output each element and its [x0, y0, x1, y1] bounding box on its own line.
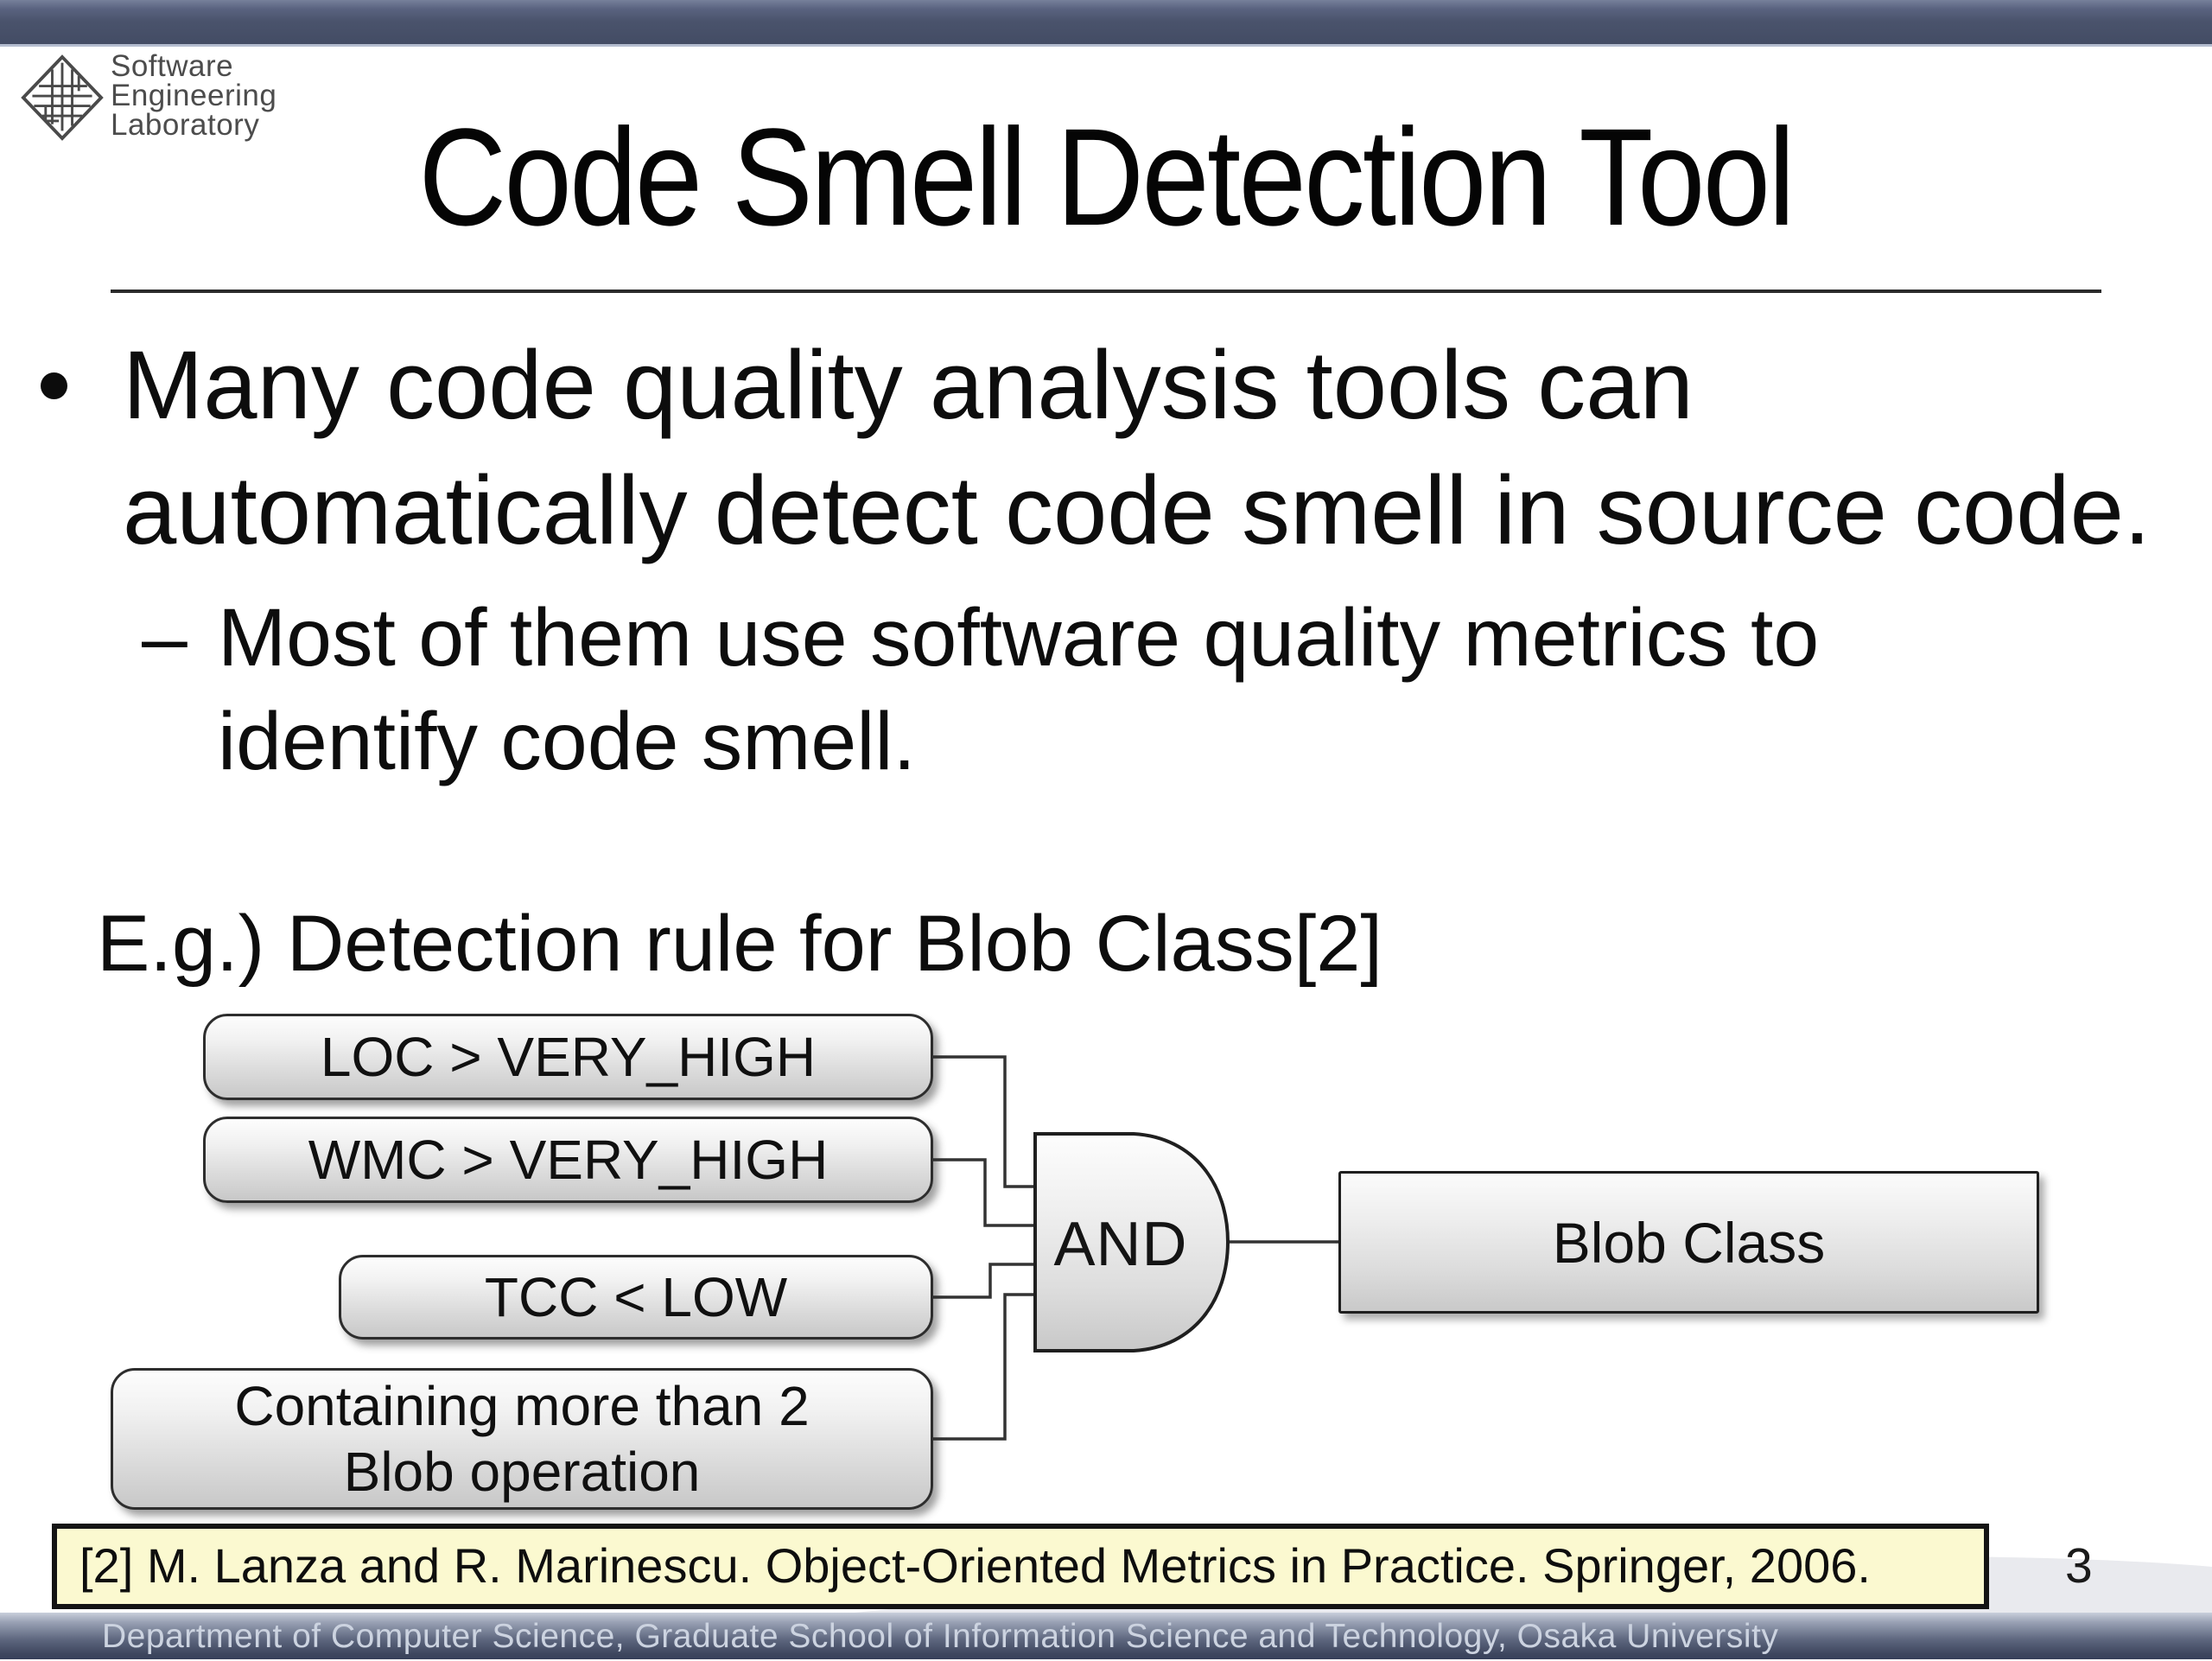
rule-node-tcc: TCC < LOW: [339, 1255, 933, 1340]
example-label: E.g.) Detection rule for Blob Class[2]: [97, 900, 1382, 988]
logo-line-software: Software: [111, 49, 234, 83]
top-banner: [0, 0, 2212, 47]
rule-node-tcc-label: TCC < LOW: [484, 1266, 788, 1328]
and-gate-label: AND: [1053, 1210, 1188, 1279]
citation-text: [2] M. Lanza and R. Marinescu. Object-Or…: [79, 1538, 1871, 1593]
result-node-blob-class-label: Blob Class: [1552, 1210, 1826, 1275]
diamond-weave-logo-icon: [21, 54, 104, 141]
rule-node-loc-label: LOC > VERY_HIGH: [320, 1026, 817, 1088]
bullet-main-line2: automatically detect code smell in sourc…: [123, 456, 2151, 564]
rule-node-loc: LOC > VERY_HIGH: [203, 1014, 933, 1100]
logo-line-laboratory: Laboratory: [111, 108, 260, 142]
sub-bullet-line2: identify code smell.: [218, 696, 916, 787]
bullet-main-line1: Many code quality analysis tools can: [123, 331, 1694, 439]
page-number: 3: [2065, 1538, 2093, 1594]
citation-bar: [2] M. Lanza and R. Marinescu. Object-Or…: [52, 1524, 1989, 1609]
title-divider: [111, 290, 2101, 293]
rule-node-wmc: WMC > VERY_HIGH: [203, 1117, 933, 1203]
and-gate-shape: [1033, 1132, 1230, 1352]
sub-bullet-line1: Most of them use software quality metric…: [218, 592, 1820, 684]
logo-line-engineering: Engineering: [111, 79, 277, 112]
lab-logo-text: Software Engineering Laboratory: [111, 49, 277, 142]
rule-node-blob-operation: Containing more than 2 Blob operation: [111, 1368, 933, 1510]
slide-title: Code Smell Detection Tool: [418, 99, 1796, 254]
bullet-marker: [41, 372, 67, 399]
rule-node-wmc-label: WMC > VERY_HIGH: [308, 1129, 829, 1191]
rule-node-blob-operation-label: Containing more than 2 Blob operation: [234, 1375, 810, 1503]
lab-logo: Software Engineering Laboratory: [21, 49, 392, 156]
footer-bar: Department of Computer Science, Graduate…: [0, 1613, 2212, 1659]
connector-lines: [933, 1055, 1338, 1441]
sub-bullet-dash: –: [142, 592, 188, 684]
footer-text: Department of Computer Science, Graduate…: [102, 1618, 1779, 1655]
result-node-blob-class: Blob Class: [1338, 1171, 2039, 1314]
slide-title-row: Code Smell Detection Tool: [0, 98, 2212, 257]
